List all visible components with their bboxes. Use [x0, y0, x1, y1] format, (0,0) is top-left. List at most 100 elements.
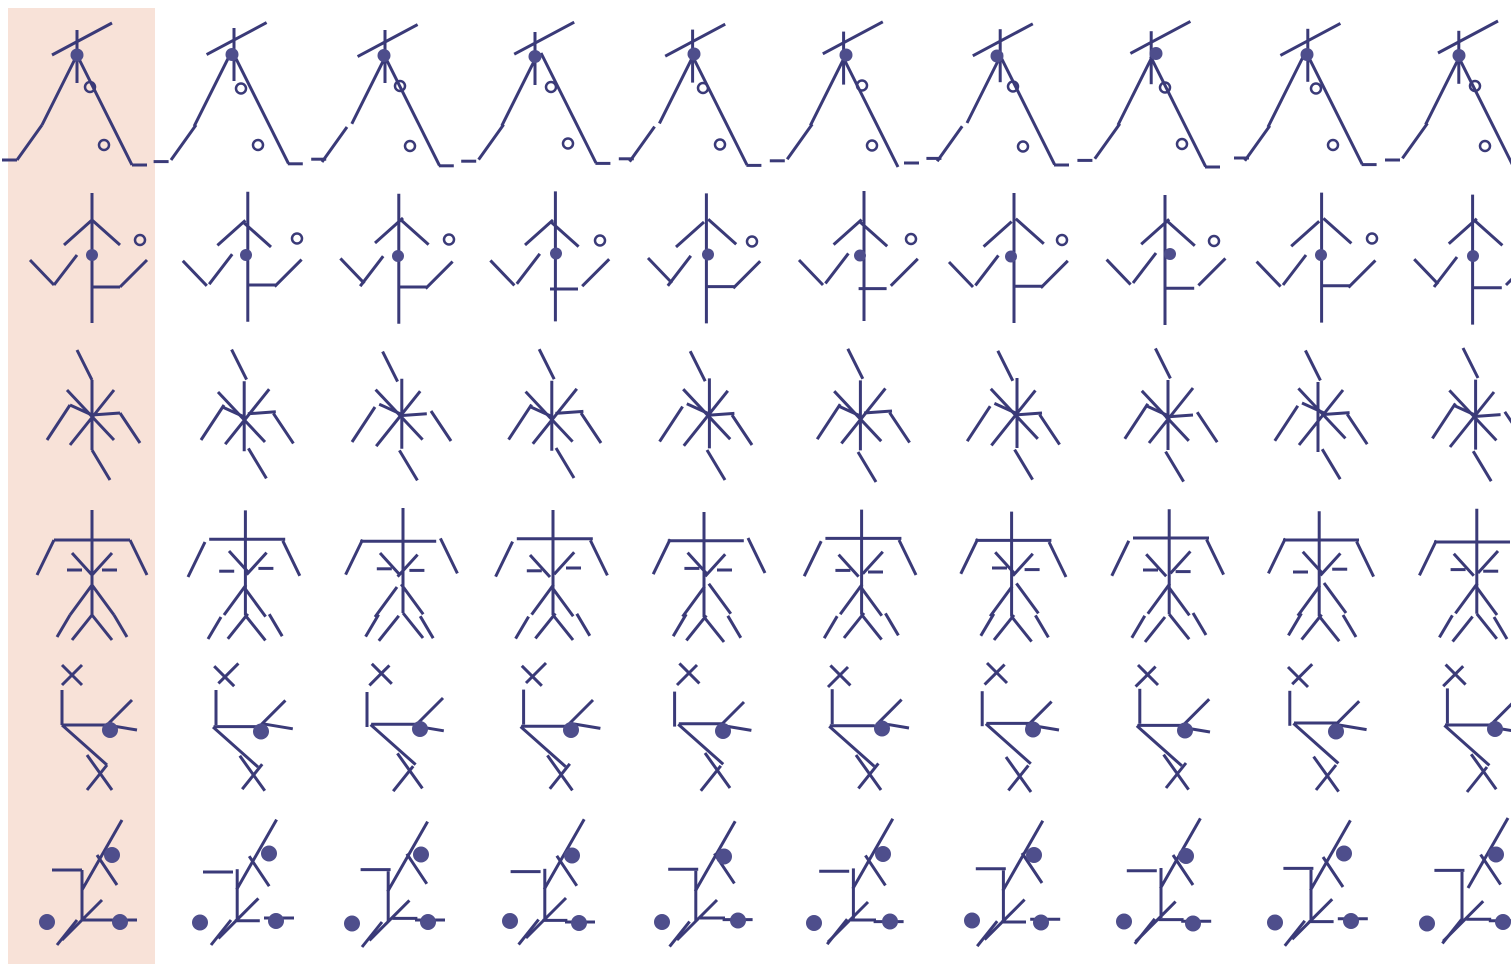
glyph-variant-7: [982, 663, 1059, 792]
glyph-variant-3: [367, 664, 444, 791]
glyph-stroke: [705, 554, 725, 576]
glyph-stroke: [322, 127, 347, 162]
glyph-stroke: [1184, 699, 1209, 724]
glyph-dot: [1164, 248, 1176, 260]
glyph-ring: [906, 234, 916, 244]
glyph-stroke: [376, 391, 420, 446]
glyph-variant-9: [1234, 23, 1377, 164]
glyph-stroke: [1268, 538, 1285, 573]
glyph-stroke: [891, 259, 918, 286]
glyph-stroke: [1112, 541, 1129, 576]
glyph-stroke: [218, 392, 265, 442]
glyph-dot: [1328, 724, 1344, 740]
glyph-stroke: [171, 125, 196, 160]
glyph-variant-5: [653, 512, 765, 642]
glyph-stroke: [653, 539, 670, 574]
glyph-dot: [1336, 846, 1352, 862]
glyph-dot: [261, 846, 277, 862]
glyph-stroke: [823, 22, 883, 54]
glyph-variant-3: [344, 822, 445, 947]
glyph-stroke: [670, 922, 690, 947]
glyph-dot: [1026, 847, 1042, 863]
glyph-stroke: [1474, 220, 1502, 245]
glyph-stroke: [1245, 126, 1270, 161]
glyph-stroke: [991, 390, 1035, 445]
glyph-dot: [104, 847, 120, 863]
glyph-stroke: [1146, 554, 1166, 576]
glyph-ring: [292, 234, 302, 244]
glyph-stroke: [275, 260, 302, 287]
glyph-variant-4: [502, 819, 595, 944]
glyph-dot: [529, 50, 542, 63]
glyph-stroke: [799, 260, 823, 285]
glyph-stroke: [787, 124, 812, 159]
glyph-ring: [253, 140, 263, 150]
glyph-variant-4: [490, 191, 609, 321]
glyph-stroke: [1167, 221, 1195, 246]
glyph-stroke: [834, 391, 881, 441]
glyph-variant-7: [964, 821, 1060, 946]
glyph-stroke: [1130, 21, 1190, 53]
glyph-stroke: [581, 413, 601, 443]
glyph-dot: [413, 847, 429, 863]
glyph-stroke: [844, 613, 864, 638]
glyph-stroke: [1136, 667, 1156, 687]
glyph-stroke: [848, 349, 863, 379]
glyph-dot: [392, 250, 404, 262]
glyph-stroke: [1402, 123, 1427, 158]
glyph-stroke: [582, 259, 609, 286]
glyph-dot: [1025, 722, 1041, 738]
glyph-stroke: [1322, 449, 1340, 479]
glyph-dot: [1488, 847, 1504, 863]
glyph-dot: [1267, 915, 1283, 931]
glyph-stroke: [748, 538, 765, 573]
glyph-variant-10: [1419, 818, 1511, 943]
glyph-stroke: [890, 413, 910, 443]
glyph-dot: [344, 916, 360, 932]
glyph-variant-8: [1107, 195, 1226, 325]
glyph-variant-5: [660, 351, 752, 480]
glyph-variant-9: [1257, 193, 1377, 323]
glyph-stroke: [1426, 55, 1461, 125]
glyph-stroke: [840, 584, 862, 614]
glyph-stroke: [1291, 221, 1319, 246]
glyph-stroke: [1454, 554, 1474, 576]
glyph-dot: [192, 915, 208, 931]
glyph-stroke: [707, 450, 725, 480]
glyph-stroke: [1040, 415, 1060, 445]
glyph-variant-6: [817, 349, 909, 482]
glyph-dot: [71, 49, 84, 62]
row-figure-5: [62, 663, 1511, 792]
glyph-stroke: [1324, 583, 1346, 613]
glyph-dot: [702, 249, 714, 261]
glyph-variant-5: [619, 24, 762, 165]
glyph-stroke: [1148, 584, 1170, 614]
glyph-stroke: [245, 615, 265, 640]
glyph-stroke: [1268, 57, 1303, 127]
glyph-variant-2: [192, 820, 294, 945]
glyph-stroke: [1323, 218, 1351, 243]
glyph-stroke: [1275, 406, 1298, 441]
glyph-variant-3: [346, 508, 458, 641]
glyph-variant-9: [1288, 664, 1367, 791]
glyph-stroke: [841, 388, 885, 443]
glyph-stroke: [496, 542, 513, 577]
glyph-stroke: [1343, 615, 1356, 637]
glyph-stroke: [502, 56, 537, 126]
glyph-stroke: [362, 922, 382, 947]
glyph-ring: [563, 139, 573, 149]
glyph-stroke: [1334, 701, 1359, 726]
row-figure-6: [39, 818, 1511, 947]
glyph-stroke: [630, 127, 655, 162]
row-figure-1: [2, 21, 1511, 167]
row-figure-4: [37, 508, 1511, 642]
glyph-dot: [874, 721, 890, 737]
glyph-stroke: [539, 349, 554, 379]
glyph-stroke: [648, 258, 672, 283]
glyph-stroke: [1169, 614, 1189, 639]
glyph-stroke: [1137, 726, 1182, 766]
glyph-stroke: [440, 538, 457, 573]
glyph-stroke: [732, 415, 752, 445]
glyph-dot: [964, 913, 980, 929]
